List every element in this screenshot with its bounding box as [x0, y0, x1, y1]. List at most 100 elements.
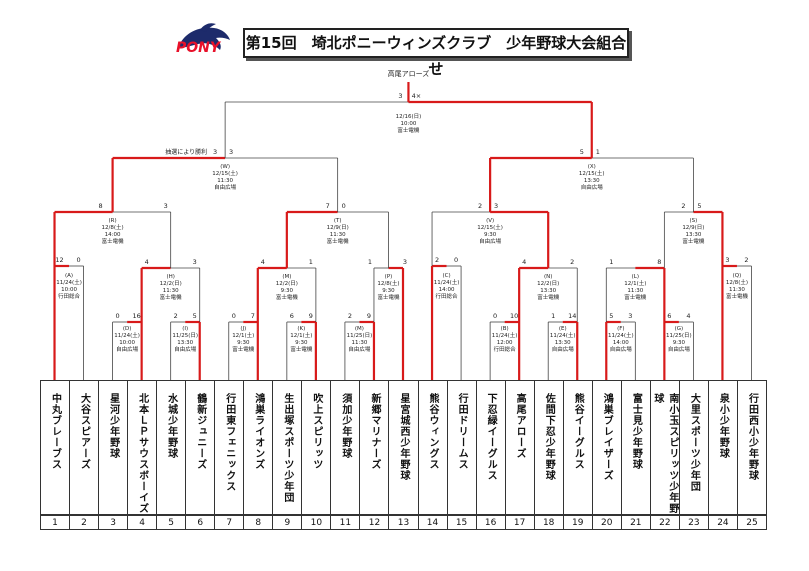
match-venue: 自由広場: [668, 345, 691, 353]
match-time: 9:30: [484, 232, 497, 238]
match-venue: 富士電機: [290, 345, 313, 353]
match-venue: 富士電機: [682, 237, 705, 245]
match-id: (T): [334, 218, 342, 224]
team-name: 生出塚スポーツ少年団: [281, 393, 293, 503]
team-number: 15: [446, 515, 477, 530]
team-number: 8: [243, 515, 274, 530]
team-name: 下忍緑イーグルス: [485, 393, 497, 481]
score-left: 5: [609, 312, 613, 320]
match-time: 9:30: [382, 288, 395, 294]
score-left: 2: [435, 256, 439, 264]
match-date: 12/2(日): [276, 280, 298, 287]
team-number: 11: [330, 515, 361, 530]
score-left: 1: [368, 258, 372, 266]
match-id: (F): [617, 326, 624, 332]
team-number: 16: [475, 515, 506, 530]
team-cell: 南小玉スピリッツ少年野球: [649, 380, 680, 515]
match-id: (G): [675, 326, 684, 332]
team-cell: 行田西小少年野球: [736, 380, 767, 515]
match-id: (M): [282, 274, 291, 280]
match-venue: 行田総合: [436, 292, 459, 300]
match-id: (D): [123, 326, 132, 332]
team-name: 星河少年野球: [107, 393, 119, 459]
final-score-right: 4×: [412, 92, 422, 100]
score-left: 3: [725, 256, 729, 264]
match-date: 11/24(土): [56, 278, 82, 286]
team-name: 熊谷イーグルス: [572, 393, 584, 470]
match-id: (W): [220, 164, 230, 170]
match-time: 14:00: [439, 287, 455, 293]
team-name: 鴻巣ブレイザーズ: [601, 393, 613, 481]
match-time: 13:30: [685, 232, 701, 238]
team-number: 6: [185, 515, 216, 530]
final-time: 10:00: [401, 121, 417, 127]
score-right: 9: [367, 312, 371, 320]
score-left: 5: [580, 148, 584, 156]
match-date: 12/9(日): [682, 224, 704, 231]
team-name: 高尾アローズ: [514, 393, 526, 459]
pony-logo-text: PONY: [176, 40, 221, 56]
match-time: 11:30: [217, 178, 233, 184]
team-cell: 中丸ブレーブス: [40, 380, 71, 515]
team-name: 須加少年野球: [339, 393, 351, 459]
score-right: 14: [568, 312, 576, 320]
score-left: 4: [145, 258, 149, 266]
match-venue: 行田総合: [58, 292, 81, 300]
match-venue: 富士電機: [726, 292, 749, 300]
score-right: 3: [164, 202, 168, 210]
score-left: 8: [99, 202, 103, 210]
team-cell: 鴻巣ライオンズ: [243, 380, 274, 515]
match-venue: 行田総合: [494, 345, 517, 353]
team-name: 星宮城西少年野球: [397, 393, 409, 481]
match-venue: 富士電機: [276, 293, 299, 301]
match-id: (M): [355, 326, 364, 332]
team-cell: 大谷スピアーズ: [69, 380, 100, 515]
match-venue: 富士電機: [624, 293, 647, 301]
team-cell: 生出塚スポーツ少年団: [272, 380, 303, 515]
match-time: 11:30: [330, 232, 346, 238]
team-name: 行田東フェニックス: [223, 393, 235, 492]
final-score-left: 3: [398, 92, 402, 100]
team-number: 10: [301, 515, 332, 530]
match-date: 12/8(土): [377, 279, 399, 287]
match-venue: 自由広場: [610, 345, 633, 353]
score-right: 3: [229, 148, 233, 156]
match-id: (V): [486, 218, 494, 224]
team-name: 行田ドリームス: [456, 393, 468, 470]
team-number: 24: [707, 515, 738, 530]
team-cell: 下忍緑イーグルス: [475, 380, 506, 515]
match-time: 13:30: [540, 288, 556, 294]
team-cell: 水城少年野球: [156, 380, 187, 515]
final-date: 12/16(日): [396, 113, 422, 120]
team-cell: 須加少年野球: [330, 380, 361, 515]
team-cell: 熊谷イーグルス: [562, 380, 593, 515]
team-name: 鴻巣ライオンズ: [252, 393, 264, 470]
team-number: 4: [127, 515, 158, 530]
score-left: 4: [261, 258, 265, 266]
score-right: 8: [657, 258, 661, 266]
team-name: 佐間下忍少年野球: [543, 393, 555, 481]
score-left: 1: [551, 312, 555, 320]
match-time: 14:00: [105, 232, 121, 238]
match-id: (P): [385, 274, 393, 280]
team-number: 9: [272, 515, 303, 530]
match-date: 11/24(土): [492, 331, 518, 339]
match-date: 11/24(土): [434, 278, 460, 286]
score-right: 2: [570, 258, 574, 266]
pony-logo-horse-icon: [178, 23, 230, 50]
score-right: 10: [510, 312, 518, 320]
match-time: 13:30: [177, 340, 193, 346]
score-right: 3: [193, 258, 197, 266]
score-right: 5: [697, 202, 701, 210]
team-cell: 北本ＬＰサウスボーイズ: [127, 380, 158, 515]
match-time: 9:30: [281, 288, 294, 294]
team-name: 新郷マリナーズ: [368, 393, 380, 470]
score-right: 3: [628, 312, 632, 320]
team-name: 吹上スピリッツ: [310, 393, 322, 470]
match-venue: 自由広場: [581, 183, 604, 191]
score-left: 6: [667, 312, 671, 320]
match-id: (S): [690, 218, 698, 224]
match-time: 9:30: [237, 340, 250, 346]
match-date: 11/25(日): [666, 332, 692, 339]
match-time: 14:00: [613, 340, 629, 346]
